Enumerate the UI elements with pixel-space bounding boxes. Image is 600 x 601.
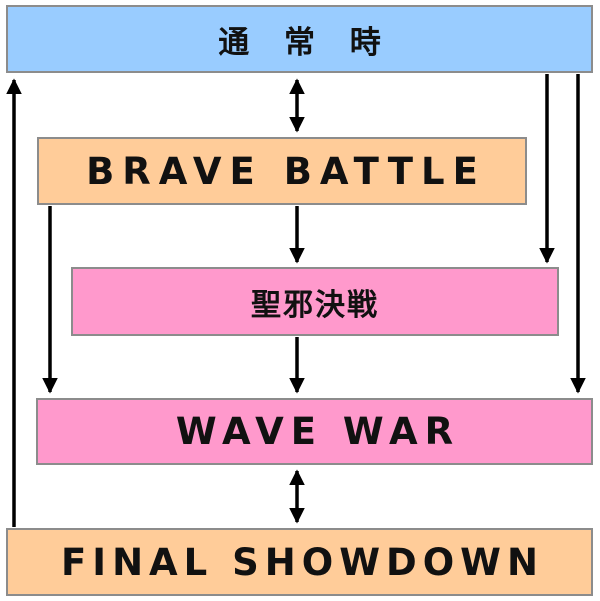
node-final-showdown: FINAL SHOWDOWN (6, 528, 593, 596)
node-seija-kessen: 聖邪決戦 (71, 267, 559, 336)
node-normal: 通 常 時 (6, 5, 593, 73)
node-brave-battle: BRAVE BATTLE (37, 137, 527, 205)
node-wave-war: WAVE WAR (36, 398, 593, 465)
